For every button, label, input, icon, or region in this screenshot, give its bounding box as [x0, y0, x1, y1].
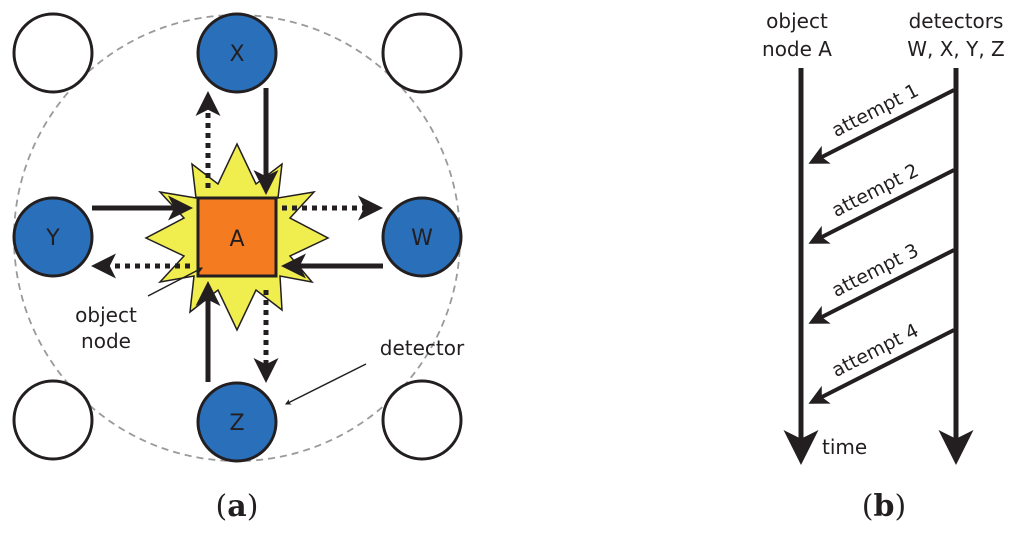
corner-node-top-left [12, 12, 94, 94]
detector-x [196, 12, 278, 94]
detectors-header-line1: detectors [909, 9, 1004, 33]
object-node-header-line2: node A [762, 37, 832, 61]
attempt-arrow-1 [808, 88, 955, 164]
detector-z-label: Z [229, 411, 244, 436]
attempt-label-2: attempt 2 [828, 159, 922, 221]
detector-x-label: X [229, 42, 244, 67]
time-label: time [822, 435, 867, 459]
detector-y [12, 196, 94, 278]
panel-a: A X Y W Z object node detector (a) [12, 12, 465, 524]
attempt-label-4: attempt 4 [828, 319, 922, 381]
detector-annotation: detector [380, 336, 465, 360]
detector-pointer [284, 363, 367, 405]
corner-node-bottom-right [381, 379, 463, 461]
detector-y-label: Y [45, 226, 60, 251]
object-node-a [196, 196, 278, 278]
attempt-arrow-3 [808, 248, 955, 324]
detector-z [196, 381, 278, 463]
detector-w [381, 196, 463, 278]
object-node-label: A [229, 227, 244, 252]
panel-b: object node A detectors W, X, Y, Z attem… [762, 9, 1005, 524]
attempt-arrow-4 [808, 328, 955, 404]
object-node-pointer [147, 267, 204, 297]
detector-w-label: W [411, 226, 433, 251]
corner-node-top-right [381, 12, 463, 94]
attempt-label-1: attempt 1 [828, 79, 922, 141]
object-node-header-line1: object [766, 9, 828, 33]
detectors-header-line2: W, X, Y, Z [907, 37, 1005, 61]
caption-b: (b) [862, 489, 906, 524]
object-node-annotation-line2: node [81, 329, 131, 353]
attempt-label-3: attempt 3 [828, 239, 922, 301]
corner-node-bottom-left [12, 379, 94, 461]
caption-a: (a) [216, 489, 259, 524]
object-node-annotation-line1: object [75, 303, 137, 327]
attempt-arrow-2 [808, 168, 955, 244]
